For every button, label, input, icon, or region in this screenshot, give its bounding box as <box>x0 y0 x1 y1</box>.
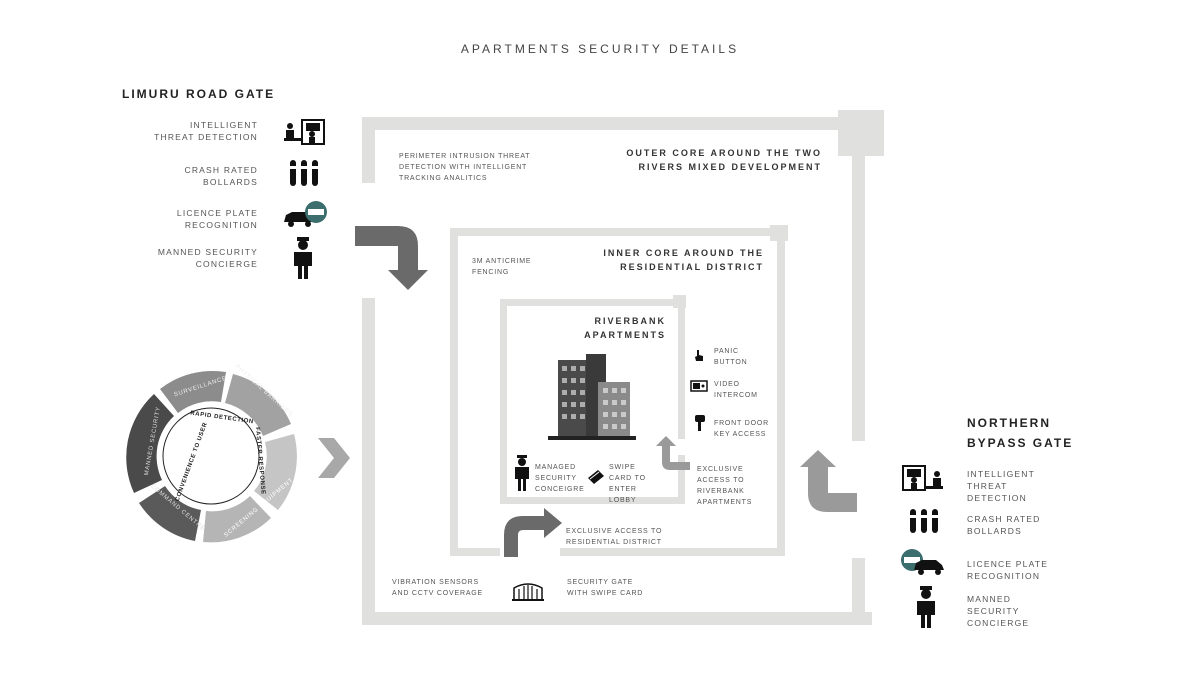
inner-core-exclusive: EXCLUSIVE ACCESS TO RESIDENTIAL DISTRICT <box>566 528 663 546</box>
northern-gate-title: NORTHERN BYPASS GATE <box>967 416 1074 450</box>
outer-core-wall <box>362 110 884 625</box>
limuru-item-bollards: CRASH RATED BOLLARDS <box>184 165 258 187</box>
security-guard-icon <box>917 586 935 628</box>
licence-plate-icon <box>284 201 327 227</box>
inner-core-wall <box>450 225 788 556</box>
northern-item-threat: INTELLIGENT THREAT DETECTION <box>967 469 1035 503</box>
security-cycle <box>126 370 297 543</box>
licence-plate-icon <box>901 549 944 575</box>
limuru-item-threat: INTELLIGENT THREAT DETECTION <box>154 120 258 142</box>
panic-button-icon <box>695 350 703 361</box>
outer-core-title: OUTER CORE AROUND THE TWO RIVERS MIXED D… <box>626 148 822 172</box>
limuru-item-licence: LICENCE PLATE RECOGNITION <box>176 208 258 230</box>
bollards-icon <box>290 160 318 186</box>
security-guard-icon <box>294 237 312 279</box>
northern-item-bollards: CRASH RATED BOLLARDS <box>967 514 1041 536</box>
arrow-residential <box>504 508 562 557</box>
managed-concierge-icon <box>515 455 529 491</box>
threat-detection-icon <box>902 465 943 491</box>
page-title: APARTMENTS SECURITY DETAILS <box>460 42 740 56</box>
threat-detection-icon <box>284 119 325 145</box>
limuru-gate-title: LIMURU ROAD GATE <box>122 87 276 101</box>
feature-video-intercom: VIDEO INTERCOM <box>714 381 758 399</box>
arrow-riverbank <box>656 436 690 470</box>
outer-core-security-gate: SECURITY GATE WITH SWIPE CARD <box>567 579 644 597</box>
outer-core-perimeter: PERIMETER INTRUSION THREAT DETECTION WIT… <box>399 153 531 182</box>
northern-item-concierge: MANNED SECURITY CONCIERGE <box>967 594 1030 628</box>
entry-arrow-limuru <box>355 226 428 290</box>
riverbank-concierge: MANAGED SECURITY CONCEIGRE <box>535 464 585 493</box>
inner-core-fencing: 3M ANTICRIME FENCING <box>472 258 532 276</box>
apartment-building-icon <box>548 354 636 440</box>
northern-item-licence: LICENCE PLATE RECOGNITION <box>967 559 1049 581</box>
gate-icon <box>512 583 544 601</box>
bollards-icon <box>910 509 938 533</box>
limuru-item-concierge: MANNED SECURITY CONCIERGE <box>157 247 258 269</box>
chevron-right-icon <box>318 438 350 478</box>
outer-core-vibration: VIBRATION SENSORS AND CCTV COVERAGE <box>392 579 483 597</box>
video-intercom-icon <box>690 380 708 392</box>
riverbank-exclusive: EXCLUSIVE ACCESS TO RIVERBANK APARTMENTS <box>697 466 753 506</box>
entry-arrow-northern <box>800 450 857 512</box>
swipe-card-icon <box>588 470 604 484</box>
riverbank-title: RIVERBANK APARTMENTS <box>584 316 666 340</box>
feature-panic-button: PANIC BUTTON <box>714 348 748 366</box>
riverbank-swipe: SWIPE CARD TO ENTER LOBBY <box>609 464 646 504</box>
key-icon <box>695 415 705 431</box>
feature-front-door: FRONT DOOR KEY ACCESS <box>714 420 769 438</box>
inner-core-title: INNER CORE AROUND THE RESIDENTIAL DISTRI… <box>603 248 764 272</box>
riverbank-wall <box>500 295 686 504</box>
